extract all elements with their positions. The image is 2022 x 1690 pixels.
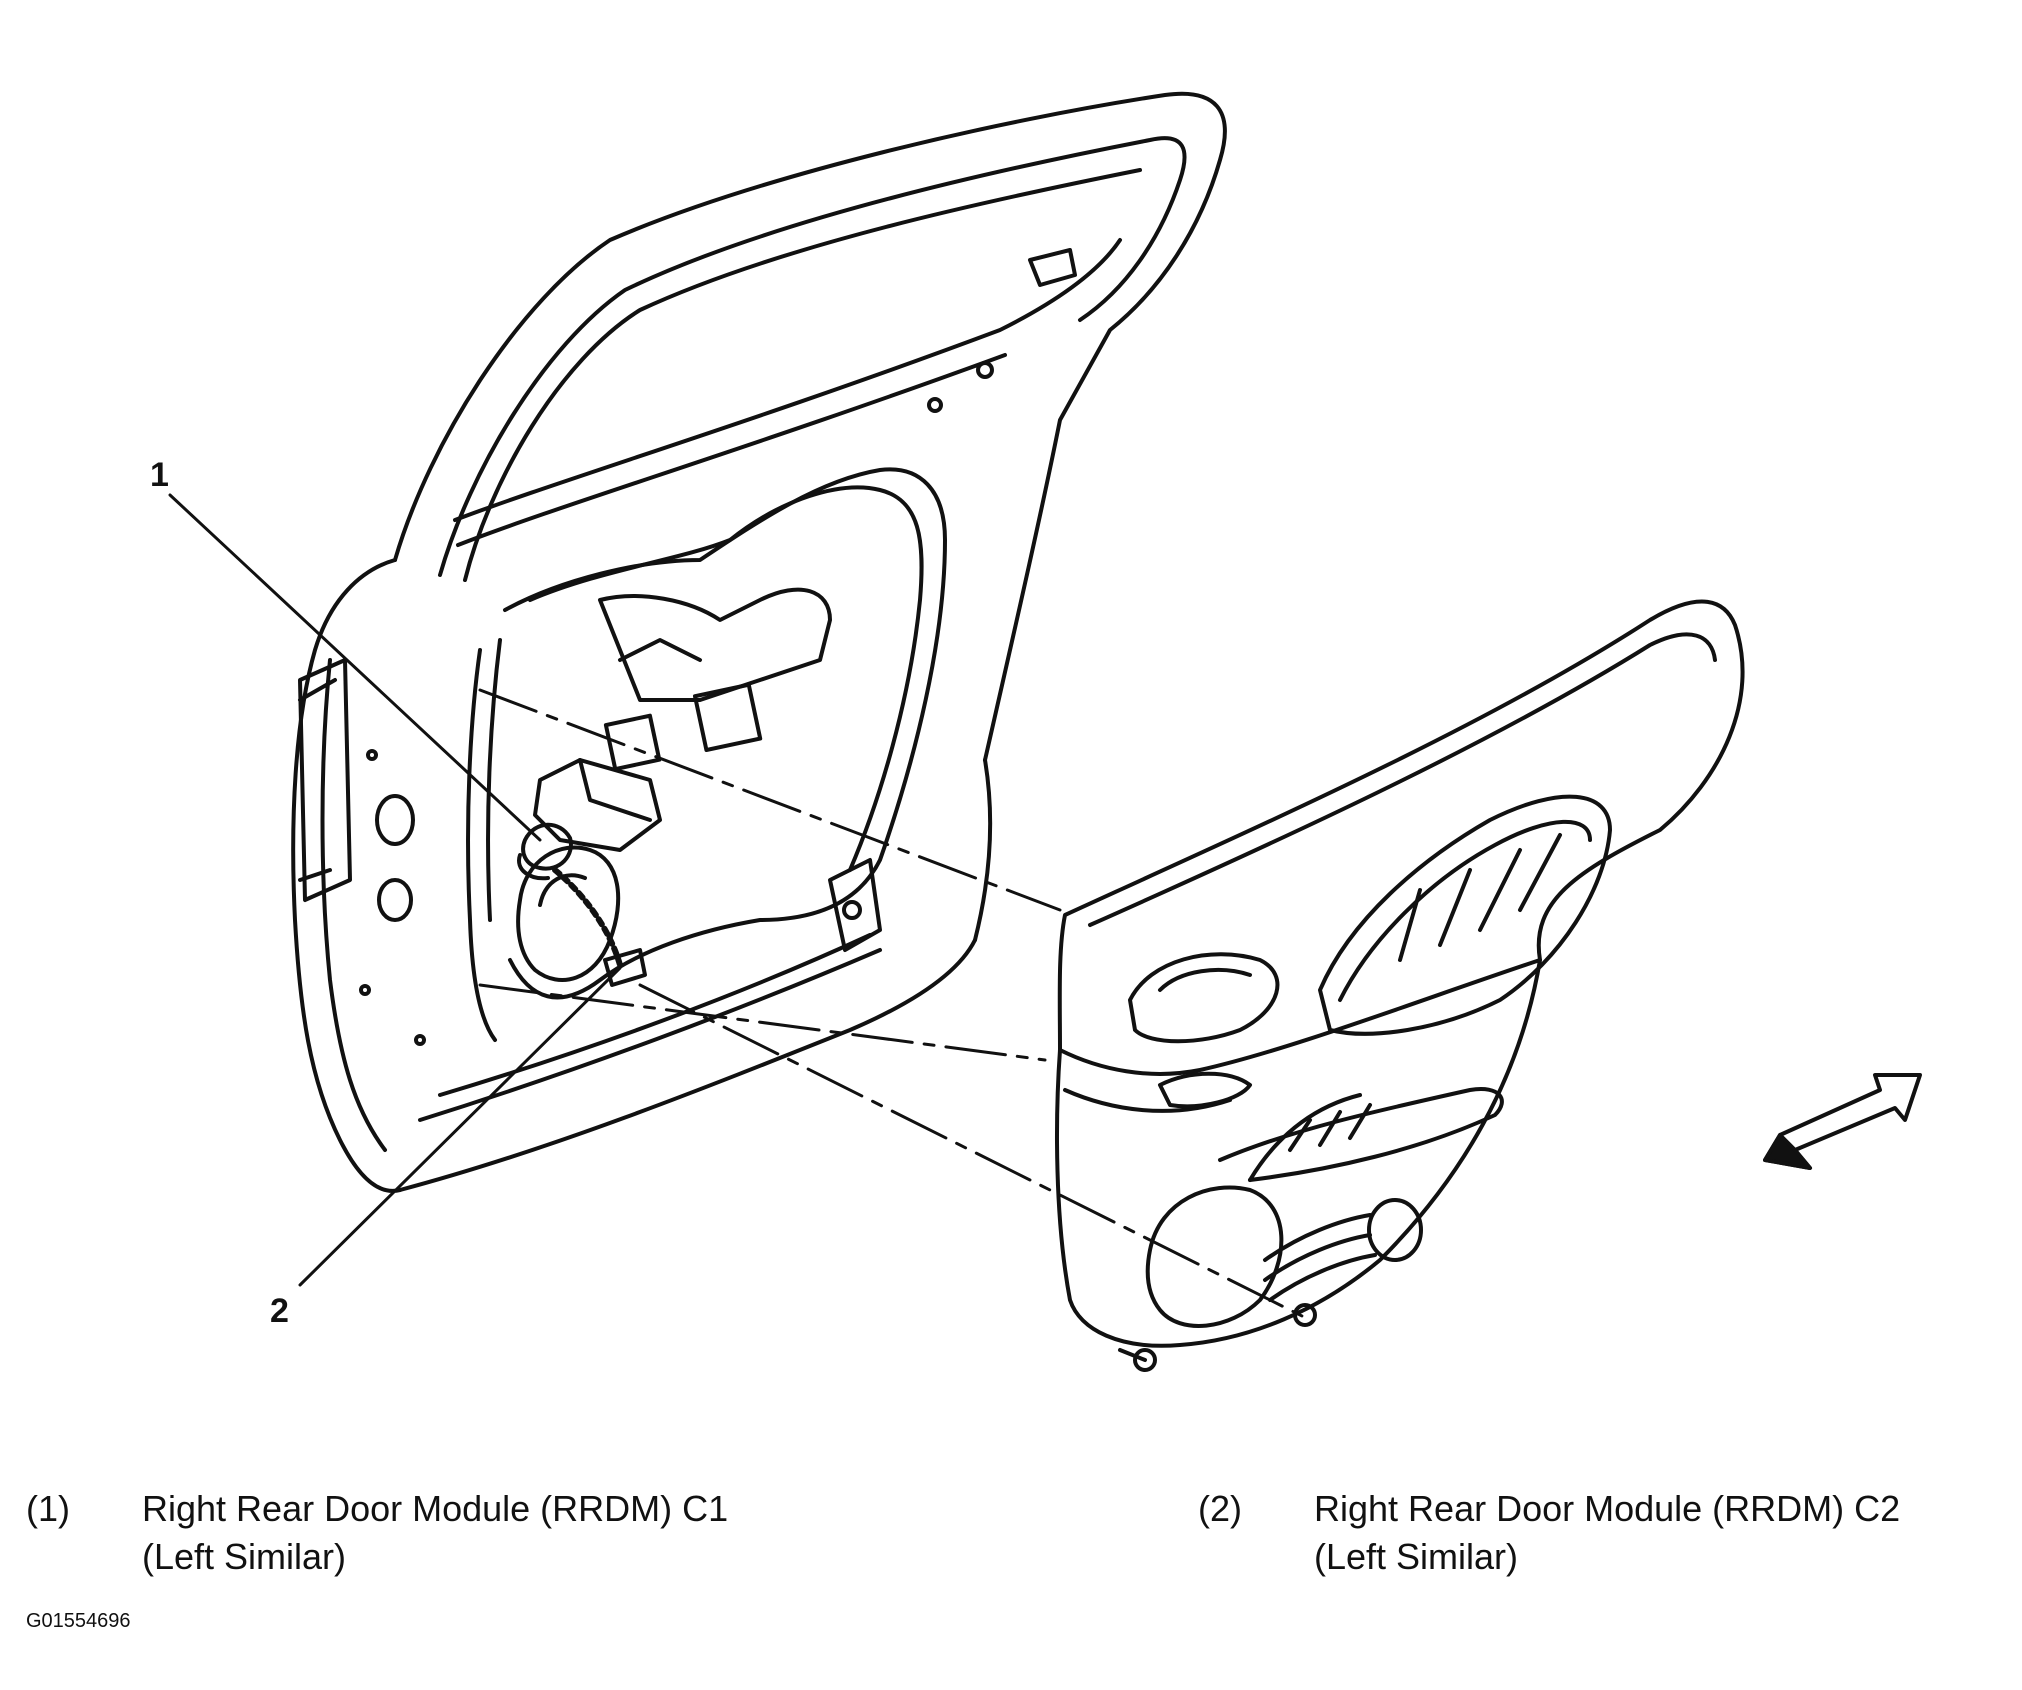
legend-description: Right Rear Door Module (RRDM) C2 (Left S… [1314, 1485, 1900, 1581]
trim-panel-outline [1055, 599, 1745, 1348]
window-frame-inner [438, 136, 1187, 577]
door-body-outline [291, 558, 402, 1193]
figure-id: G01554696 [26, 1610, 131, 1632]
door-module-box [533, 758, 662, 852]
map-pocket [1218, 1087, 1504, 1182]
door-frame [291, 91, 1227, 1193]
alignment-lines [478, 688, 1312, 1322]
legend-line-2: (Left Similar) [142, 1536, 347, 1577]
legend-description: Right Rear Door Module (RRDM) C1 (Left S… [142, 1485, 728, 1581]
speaker-lower [1145, 1185, 1284, 1328]
window-frame-outer [393, 91, 1227, 762]
legend-line-1: Right Rear Door Module (RRDM) C1 [142, 1488, 729, 1529]
connector-c1 [521, 822, 573, 871]
speaker-grille-upper [1318, 794, 1612, 1036]
callout-number-1: 1 [150, 456, 169, 494]
legend-line-1: Right Rear Door Module (RRDM) C2 [1314, 1488, 1901, 1529]
legend-line-2: (Left Similar) [1314, 1536, 1519, 1577]
callout-number-2: 2 [270, 1292, 289, 1330]
door-handle [1158, 1071, 1252, 1109]
legend-number: (2) [1198, 1488, 1242, 1529]
view-direction-arrow-icon [1763, 1073, 1922, 1170]
callout-leader-2 [298, 966, 622, 1287]
trim-panel [1055, 599, 1745, 1372]
legend-number: (1) [26, 1488, 70, 1529]
wire-harness [552, 867, 623, 968]
access-hole [503, 467, 947, 1000]
pull-cup [1128, 952, 1280, 1044]
door-module-diagram [168, 91, 1922, 1372]
callout-leader-1 [168, 493, 542, 842]
